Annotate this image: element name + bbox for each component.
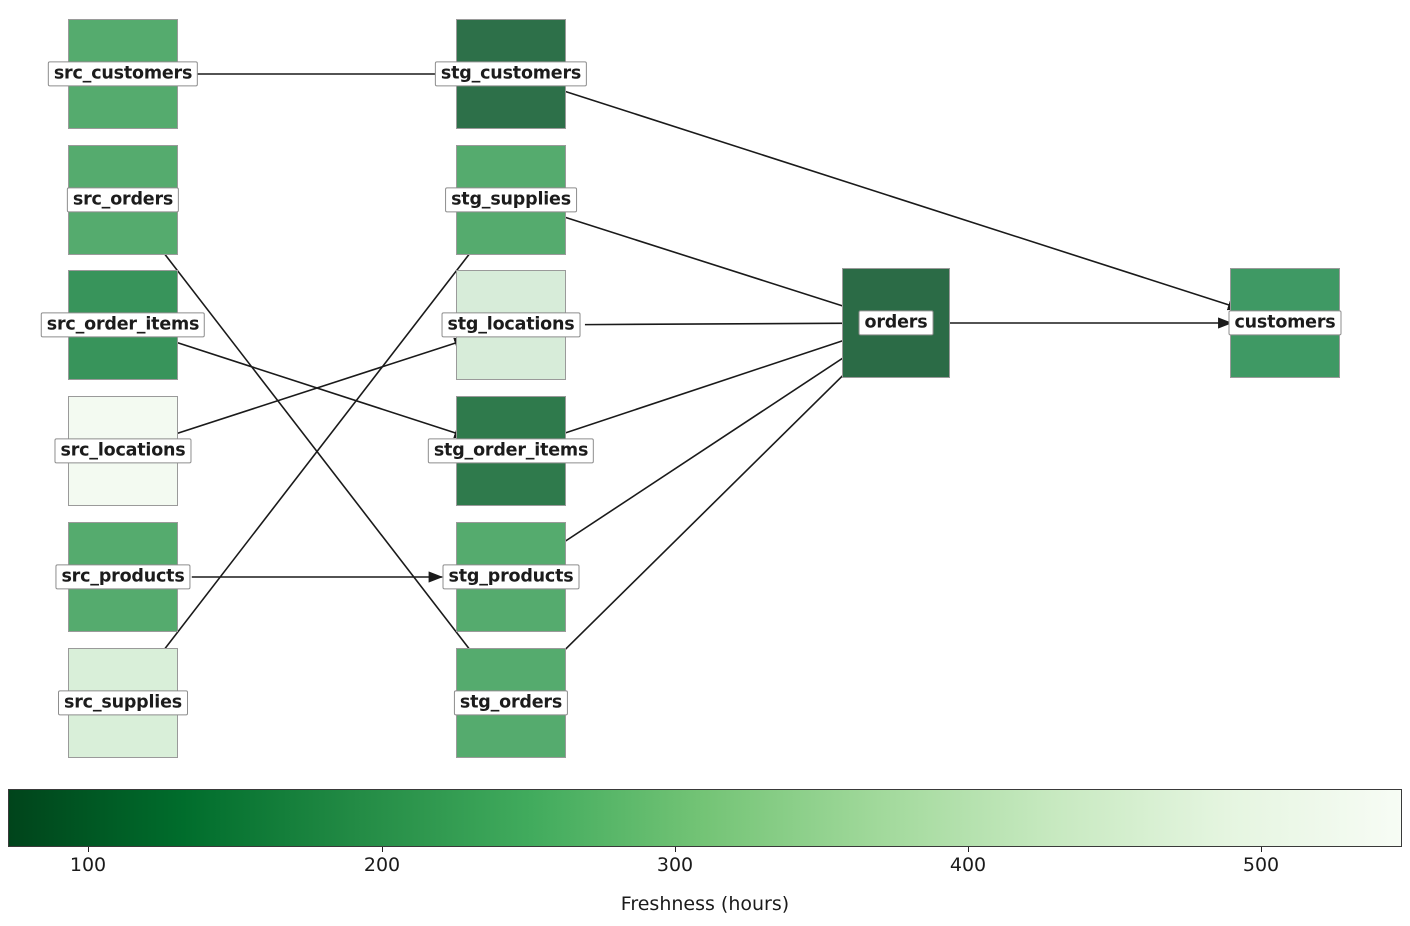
colorbar-axis: 100 200 300 400 500 <box>8 847 1402 887</box>
colorbar-tick <box>382 847 383 852</box>
edge-stg_locations-to-orders <box>584 317 859 329</box>
colorbar-tick <box>675 847 676 852</box>
node-label-src_supplies[interactable]: src_supplies <box>58 690 188 716</box>
node-label-customers[interactable]: customers <box>1228 310 1342 336</box>
node-label-src_order_items[interactable]: src_order_items <box>40 312 206 338</box>
node-label-stg_supplies[interactable]: stg_supplies <box>445 187 577 213</box>
colorbar-tick-label: 300 <box>656 854 694 876</box>
node-label-stg_products[interactable]: stg_products <box>442 564 580 590</box>
edge-stg_supplies-to-orders <box>554 213 859 313</box>
edge-src_order_items-to-stg_order_items <box>165 338 469 439</box>
node-label-src_customers[interactable]: src_customers <box>47 61 199 87</box>
edge-stg_orders-to-orders <box>524 336 883 690</box>
colorbar-title: Freshness (hours) <box>620 893 790 915</box>
node-label-src_orders[interactable]: src_orders <box>66 187 180 213</box>
node-label-orders[interactable]: orders <box>858 310 934 336</box>
node-label-stg_locations[interactable]: stg_locations <box>441 312 581 338</box>
colorbar-tick <box>88 847 89 852</box>
colorbar[interactable] <box>8 789 1402 849</box>
colorbar-tick-label: 500 <box>1242 854 1280 876</box>
colorbar-tick <box>968 847 969 852</box>
edge-src_locations-to-stg_locations <box>165 337 469 438</box>
node-label-stg_order_items[interactable]: stg_order_items <box>427 438 595 464</box>
colorbar-tick-label: 100 <box>69 854 107 876</box>
colorbar-tick-label: 400 <box>949 854 987 876</box>
colorbar-tick-label: 200 <box>363 854 401 876</box>
node-label-stg_orders[interactable]: stg_orders <box>453 690 569 716</box>
edge-stg_order_items-to-orders <box>552 334 859 438</box>
colorbar-tick <box>1261 847 1262 852</box>
node-label-src_products[interactable]: src_products <box>55 564 191 590</box>
colorbar-gradient <box>8 789 1402 847</box>
node-label-src_locations[interactable]: src_locations <box>54 438 192 464</box>
node-label-stg_customers[interactable]: stg_customers <box>434 61 588 87</box>
